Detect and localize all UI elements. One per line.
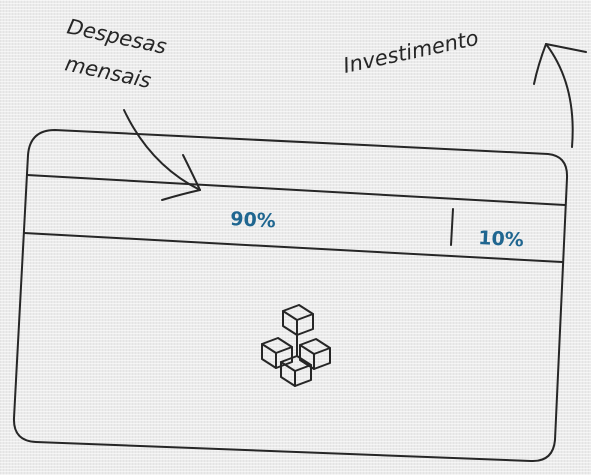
expenses-arrow: [123, 109, 201, 201]
card: 90% 10%: [12, 129, 569, 463]
expenses-label-line2: mensais: [63, 51, 153, 93]
expenses-annotation: Despesas mensais: [63, 14, 169, 93]
investment-label: Investimento: [341, 26, 481, 78]
expenses-percent: 90%: [230, 208, 277, 232]
stacked-cubes-icon: [261, 304, 331, 387]
expenses-label-line1: Despesas: [65, 14, 169, 58]
card-outline: [12, 129, 569, 463]
investment-percent: 10%: [478, 227, 525, 251]
investment-annotation: Investimento: [341, 26, 481, 78]
stripe-divider: [450, 208, 454, 246]
stripe-bottom-line: [23, 232, 563, 263]
investment-arrow: [533, 43, 587, 148]
stripe-top-line: [26, 174, 566, 206]
